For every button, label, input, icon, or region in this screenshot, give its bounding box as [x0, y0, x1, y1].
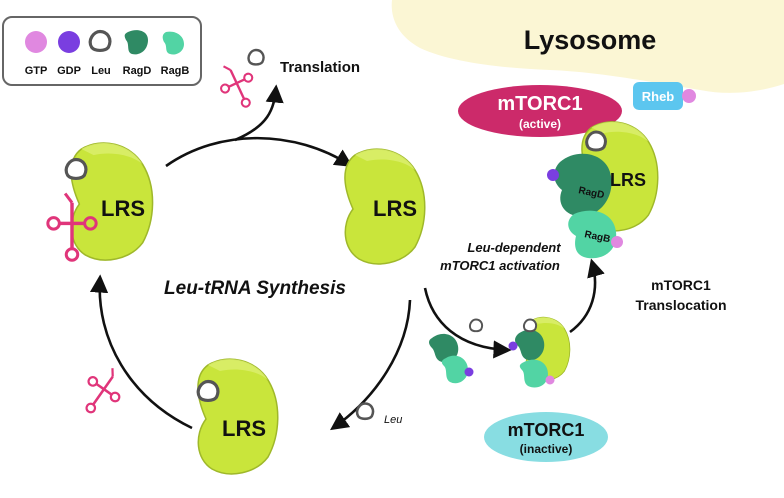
- trna-free-icon: [72, 359, 133, 424]
- activation-line2: mTORC1 activation: [440, 258, 560, 273]
- ragb-bean-icon: [162, 31, 184, 55]
- ragb-free: [441, 355, 468, 384]
- lrs-right-label: LRS: [373, 196, 417, 221]
- activation-line1: Leu-dependent: [467, 240, 561, 255]
- ragd-bean-icon: [124, 30, 148, 55]
- translocation-line2: Translocation: [635, 297, 726, 313]
- mtorc1-inactive-state: (inactive): [520, 442, 573, 456]
- rheb-box: [633, 82, 683, 110]
- legend-label-leu: Leu: [91, 65, 111, 77]
- mtorc1-active-ellipse: [458, 85, 622, 137]
- ragb-inactive: [519, 359, 548, 388]
- leu-bound-bottom-icon: [196, 379, 220, 402]
- gtp-dot-icon: [25, 31, 47, 53]
- ragd-inactive: [515, 329, 545, 361]
- gdp-dot-icon: [58, 31, 80, 53]
- ragd-active: [554, 153, 612, 217]
- gdp-dot-inactive: [508, 341, 518, 351]
- translocation-line1: mTORC1: [651, 277, 711, 293]
- gdp-dot-free: [464, 367, 474, 377]
- leu-ring-icon: [88, 29, 112, 52]
- legend-label-ragb: RagB: [161, 65, 190, 77]
- ragd-label: RagD: [577, 185, 605, 201]
- leu-bound-left-icon: [64, 157, 88, 180]
- translocation-arrow: [569, 258, 605, 334]
- leu-free-label: Leu: [384, 414, 402, 426]
- cycle-arrow-top: [165, 136, 354, 168]
- legend-label-gtp: GTP: [25, 65, 48, 77]
- lysosome-membrane: [391, 0, 784, 93]
- lrs-bottom-label: LRS: [222, 416, 266, 441]
- mtorc1-active-name: mTORC1: [497, 93, 582, 115]
- lrs-lysosome-label: LRS: [610, 170, 646, 190]
- rheb-label: Rheb: [642, 89, 675, 104]
- cycle-arrow-bottom: [89, 274, 193, 430]
- activation-arrow: [423, 287, 512, 359]
- legend-label-ragd: RagD: [123, 65, 152, 77]
- mtorc1-inactive-ellipse: [484, 412, 608, 462]
- leu-free-icon: [355, 402, 375, 421]
- ragd-free: [429, 333, 459, 363]
- gtp-dot-active: [611, 236, 623, 248]
- leu-bound-active-icon: [585, 130, 607, 152]
- lysosome-title: Lysosome: [524, 25, 657, 55]
- leu-translation-icon: [247, 48, 265, 66]
- leu-near-inactive-icon: [468, 318, 484, 333]
- translation-label: Translation: [280, 59, 360, 76]
- gdp-dot-active: [547, 169, 559, 181]
- mtorc1-active-state: (active): [519, 117, 561, 131]
- gtp-dot-inactive: [545, 375, 555, 385]
- translation-arrow: [234, 84, 284, 142]
- cycle-title: Leu-tRNA Synthesis: [164, 278, 346, 299]
- ragb-label: RagB: [583, 229, 611, 245]
- leu-bound-inactive-icon: [522, 318, 538, 333]
- rheb-gtp-dot: [682, 89, 696, 103]
- ragb-active: [568, 210, 617, 259]
- legend-label-gdp: GDP: [57, 65, 81, 77]
- cycle-arrow-right: [330, 299, 412, 431]
- mtorc1-inactive-name: mTORC1: [508, 420, 585, 440]
- trna-translation-icon: [211, 55, 264, 115]
- lrs-left-label: LRS: [101, 196, 145, 221]
